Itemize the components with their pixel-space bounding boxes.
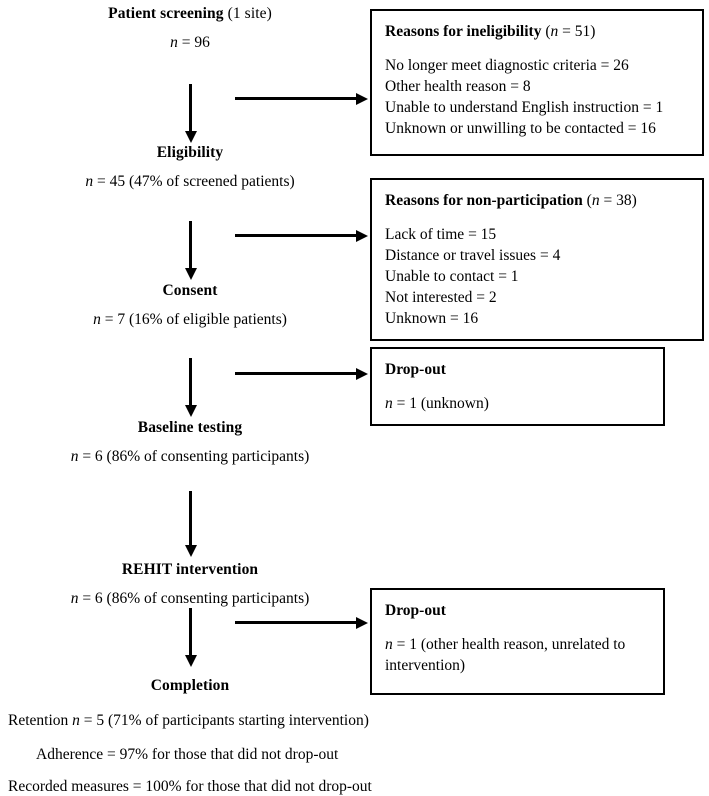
- flow-node-title: Eligibility: [156, 144, 224, 161]
- arrow-to-reasons-ineligibility: [235, 97, 357, 100]
- box-title: Drop-out: [385, 361, 446, 378]
- flow-node-subtext: n = 7 (16% of eligible patients): [93, 310, 287, 328]
- box-line: Unable to understand English instruction…: [385, 99, 664, 117]
- box-line: No longer meet diagnostic criteria = 26: [385, 57, 629, 74]
- flow-node-subtext: n = 96: [170, 33, 210, 51]
- box-line: Unknown = 16: [385, 310, 479, 328]
- flow-node-baseline-testing: Baseline testing n = 6 (86% of consentin…: [0, 420, 380, 464]
- arrow-to-drop-out-intervention: [235, 621, 357, 624]
- flow-node-subtext: n = 6 (86% of consenting participants): [70, 447, 310, 465]
- box-reasons-non-participation: Reasons for non-participation (n = 38) L…: [370, 178, 704, 341]
- flow-node-subtext: n = 6 (86% of consenting participants): [70, 589, 310, 607]
- box-line: Lack of time = 15: [385, 226, 497, 243]
- summary-adherence: Adherence = 97% for those that did not d…: [36, 746, 339, 763]
- box-drop-out-intervention: Drop-out n = 1 (other health reason, unr…: [370, 588, 665, 695]
- box-title: Reasons for ineligibility (n = 51): [385, 23, 596, 40]
- box-title: Reasons for non-participation (n = 38): [385, 192, 637, 209]
- flow-node-patient-screening: Patient screening (1 site) n = 96: [0, 6, 380, 50]
- arrow-to-drop-out-baseline: [235, 372, 357, 375]
- flow-node-eligibility: Eligibility n = 45 (47% of screened pati…: [0, 145, 380, 189]
- summary-retention: Retention n = 5 (71% of participants sta…: [8, 712, 369, 729]
- flow-node-completion: Completion: [0, 678, 380, 694]
- flow-node-title: REHIT intervention: [121, 561, 259, 578]
- box-drop-out-baseline: Drop-out n = 1 (unknown): [370, 347, 665, 426]
- flow-node-title: Patient screening (1 site): [108, 5, 272, 22]
- flow-node-subtext: n = 45 (47% of screened patients): [85, 172, 295, 190]
- arrow-eligibility-to-consent: [189, 221, 192, 269]
- arrow-screening-to-eligibility: [189, 84, 192, 132]
- box-line: Not interested = 2: [385, 289, 497, 307]
- arrow-consent-to-baseline: [189, 358, 192, 406]
- flow-node-consent: Consent n = 7 (16% of eligible patients): [0, 283, 380, 327]
- arrow-rehit-to-completion: [189, 608, 192, 656]
- box-line: n = 1 (unknown): [385, 395, 489, 412]
- summary-recorded-measures: Recorded measures = 100% for those that …: [8, 778, 372, 795]
- box-line: Distance or travel issues = 4: [385, 247, 561, 265]
- box-line: Unknown or unwilling to be contacted = 1…: [385, 120, 656, 138]
- box-line: n = 1 (other health reason, unrelated to…: [385, 636, 626, 675]
- box-line: Unable to contact = 1: [385, 268, 519, 286]
- box-title: Drop-out: [385, 602, 446, 619]
- flow-node-title: Completion: [150, 677, 230, 694]
- box-reasons-ineligibility: Reasons for ineligibility (n = 51) No lo…: [370, 9, 704, 156]
- box-line: Other health reason = 8: [385, 78, 531, 96]
- arrow-to-reasons-non-participation: [235, 234, 357, 237]
- flow-node-rehit-intervention: REHIT intervention n = 6 (86% of consent…: [0, 562, 380, 606]
- flow-node-title: Baseline testing: [137, 419, 243, 436]
- arrow-baseline-to-rehit: [189, 491, 192, 546]
- flow-node-title: Consent: [162, 282, 218, 299]
